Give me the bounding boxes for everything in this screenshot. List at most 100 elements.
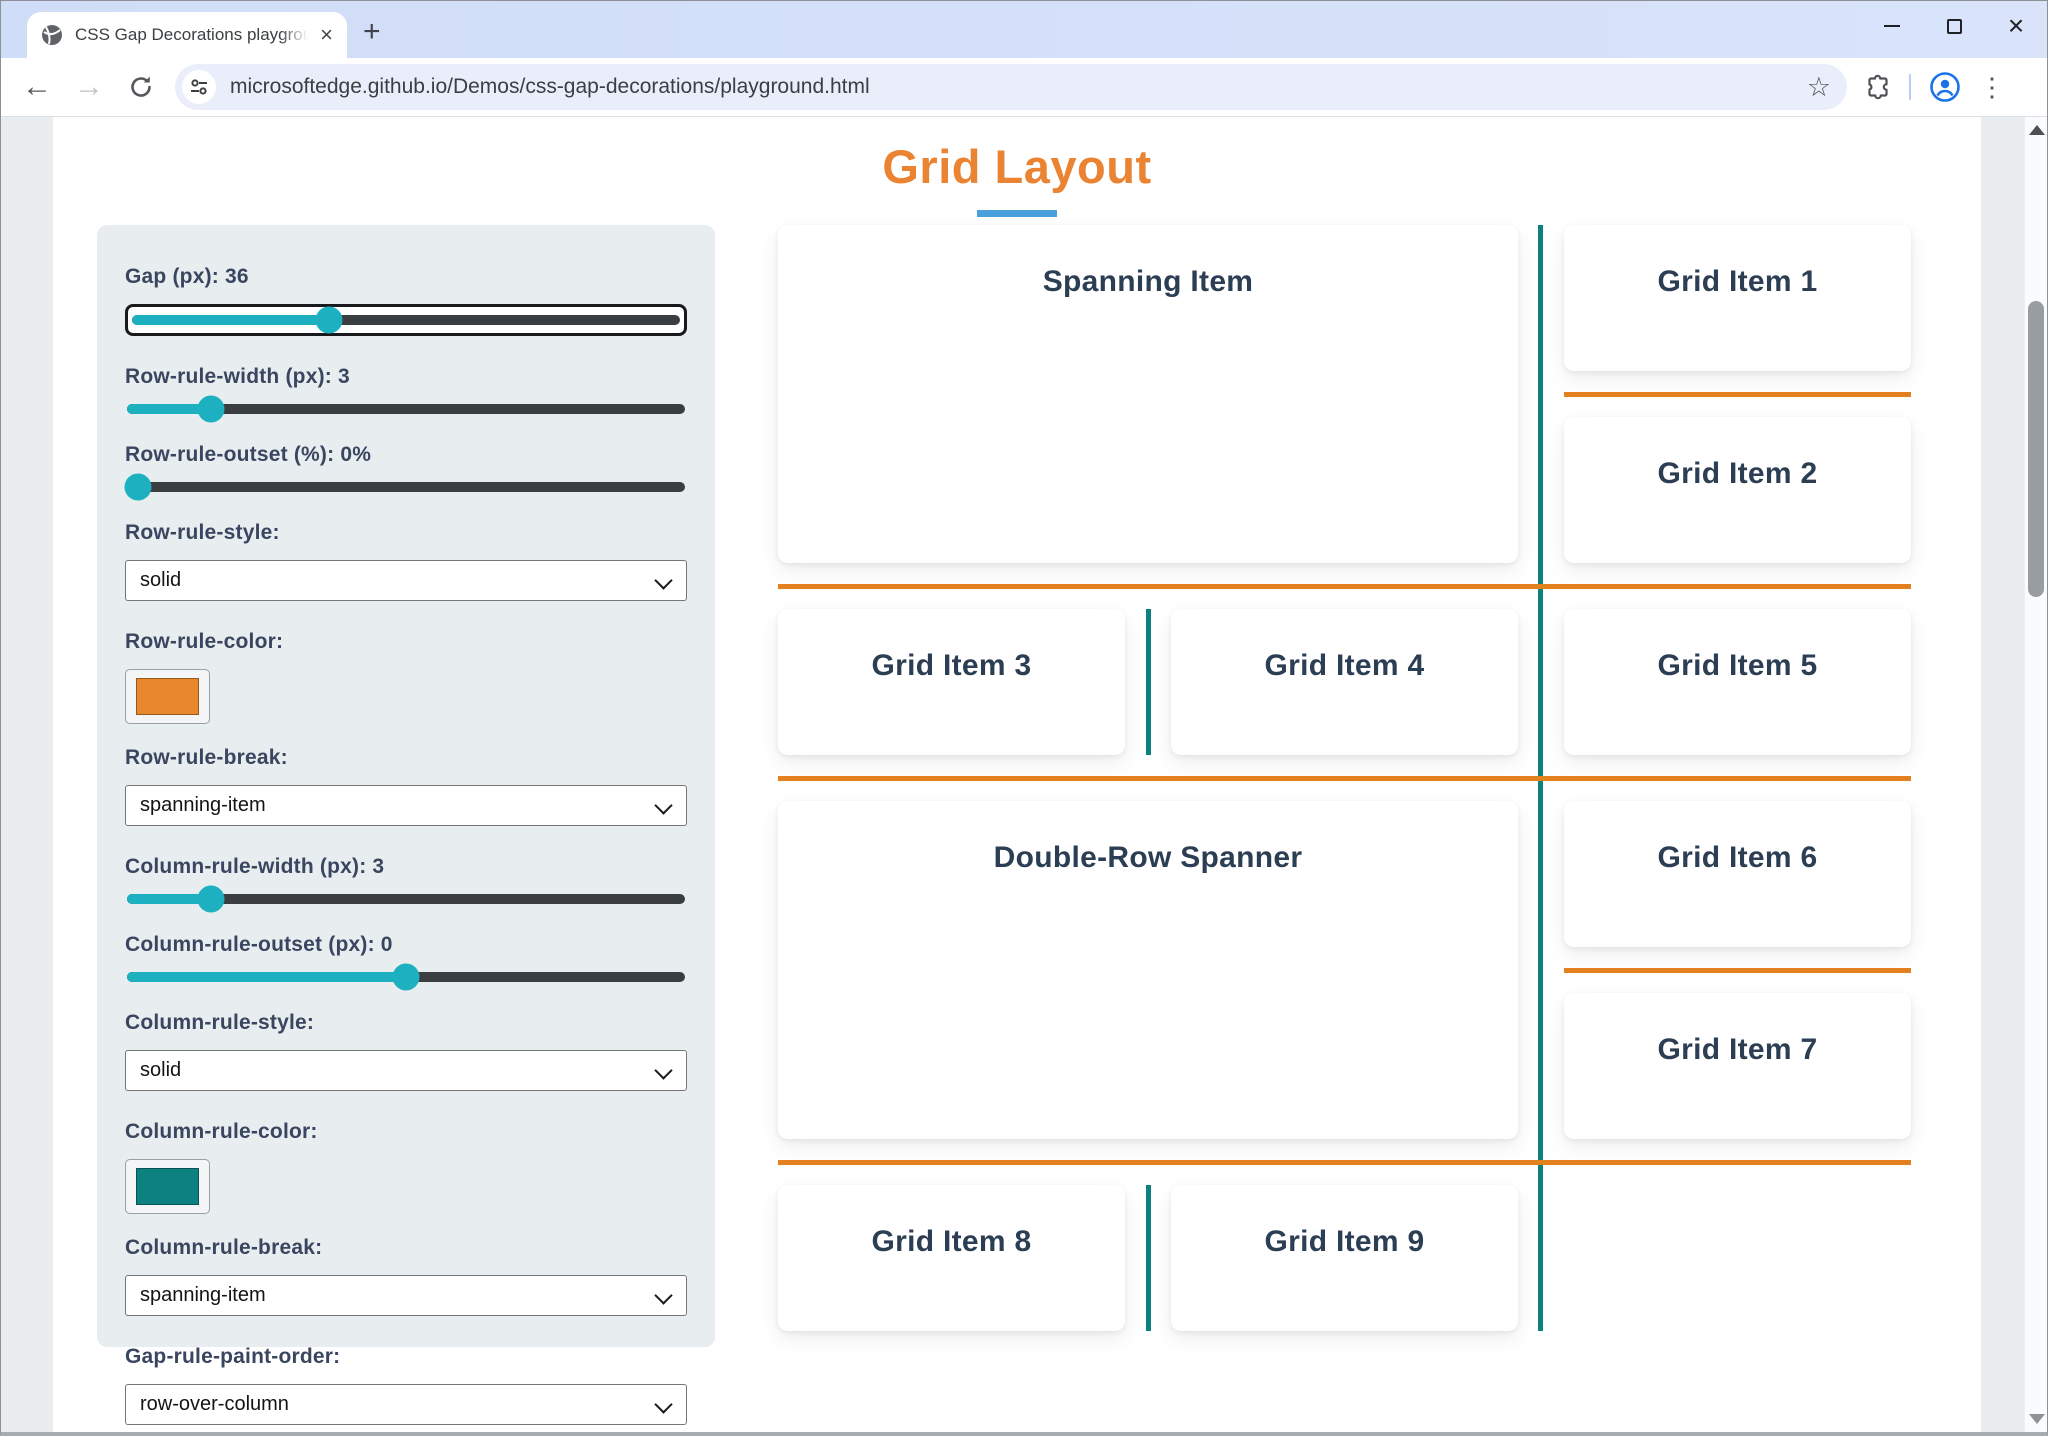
row-rule-line-full-3 [778,1160,1911,1165]
forward-icon[interactable]: → [74,70,104,103]
menu-dots-icon[interactable]: ⋮ [1979,71,2005,102]
column-rule-style-label: Column-rule-style: [125,1011,315,1034]
globe-favicon-icon [42,25,62,45]
browser-toolbar: ← → microsoftedge.github.io/Demos/css-ga… [1,58,2047,117]
scrollbar-down-arrow-icon[interactable] [2029,1414,2045,1424]
row-rule-color-control: Row-rule-color: [125,630,687,724]
row-rule-break-control: Row-rule-break: spanning-item [125,746,687,826]
column-rule-color-label: Column-rule-color: [125,1120,318,1143]
grid-item-3: Grid Item 3 [778,609,1125,755]
row-rule-color-label: Row-rule-color: [125,630,284,653]
column-rule-width-slider[interactable] [127,885,685,913]
gap-rule-paint-order-label: Gap-rule-paint-order: [125,1345,341,1368]
selected-value: solid [140,569,182,591]
gap-slider[interactable] [125,304,687,336]
column-rule-outset-control: Column-rule-outset (px): 0 [125,933,687,991]
column-rule-break-control: Column-rule-break: spanning-item [125,1236,687,1316]
column-rule-outset-slider[interactable] [127,963,685,991]
window-controls: × [1861,1,2047,51]
new-tab-button[interactable]: + [363,15,381,48]
row-rule-style-select[interactable]: solid [125,560,687,601]
color-swatch [136,678,199,715]
row-rule-style-label: Row-rule-style: [125,521,280,544]
gap-rule-paint-order-select[interactable]: row-over-column [125,1384,687,1425]
column-rule-break-label: Column-rule-break: [125,1236,323,1259]
grid-item-7: Grid Item 7 [1564,993,1911,1139]
row-rule-style-control: Row-rule-style: solid [125,521,687,601]
vertical-scrollbar[interactable] [2024,117,2047,1432]
browser-tab[interactable]: CSS Gap Decorations playground × [27,12,347,58]
column-rule-line-between-3-4 [1146,609,1151,755]
column-rule-style-control: Column-rule-style: solid [125,1011,687,1091]
close-button[interactable]: × [2007,10,2025,41]
column-rule-width-label: Column-rule-width (px): 3 [125,855,385,878]
column-rule-break-select[interactable]: spanning-item [125,1275,687,1316]
page-title: Grid Layout [882,140,1152,193]
grid-item-8: Grid Item 8 [778,1185,1125,1331]
selected-value: row-over-column [140,1393,289,1415]
grid-item-double-row-spanner: Double-Row Spanner [778,801,1518,1139]
row-rule-color-picker[interactable] [125,669,210,724]
column-rule-color-control: Column-rule-color: [125,1120,687,1214]
reload-icon[interactable] [115,74,167,100]
bookmark-star-icon[interactable]: ☆ [1806,71,1831,102]
row-rule-break-select[interactable]: spanning-item [125,785,687,826]
row-rule-width-control: Row-rule-width (px): 3 [125,365,687,423]
gap-rule-paint-order-control: Gap-rule-paint-order: row-over-column [125,1345,687,1425]
back-icon[interactable]: ← [22,70,52,103]
url-text[interactable]: microsoftedge.github.io/Demos/css-gap-de… [230,75,870,98]
column-rule-outset-label: Column-rule-outset (px): 0 [125,933,393,956]
page-content: Grid Layout Gap (px): 36 Row-rule-width … [53,117,1981,1432]
scrollbar-up-arrow-icon[interactable] [2029,125,2045,135]
row-rule-outset-control: Row-rule-outset (%): 0% [124,443,687,501]
row-rule-line-full-1 [778,584,1911,589]
grid-item-2: Grid Item 2 [1564,417,1911,563]
slider-thumb[interactable] [124,473,152,501]
selected-value: solid [140,1059,182,1081]
slider-fill [127,894,211,904]
tab-title: CSS Gap Decorations playground [75,25,309,44]
row-rule-outset-slider[interactable] [124,473,685,501]
column-rule-color-picker[interactable] [125,1159,210,1214]
row-rule-line-between-6-7 [1564,968,1911,973]
grid-item-5: Grid Item 5 [1564,609,1911,755]
slider-thumb[interactable] [315,306,343,334]
maximize-button[interactable] [1923,1,1985,51]
selected-value: spanning-item [140,1284,266,1306]
slider-fill [127,404,211,414]
grid-item-1: Grid Item 1 [1564,225,1911,371]
minimize-icon [1884,25,1900,27]
controls-panel: Gap (px): 36 Row-rule-width (px): 3 Row-… [97,225,715,1425]
grid-item-6: Grid Item 6 [1564,801,1911,947]
slider-fill [127,972,406,982]
column-rule-style-select[interactable]: solid [125,1050,687,1091]
row-rule-break-label: Row-rule-break: [125,746,288,769]
grid-demo: Spanning Item Grid Item 1 Grid Item 2 Gr… [778,225,1911,1331]
minimize-button[interactable] [1861,1,1923,51]
toolbar-divider [1909,74,1911,100]
site-settings-icon[interactable] [182,70,216,104]
slider-thumb[interactable] [197,885,225,913]
column-rule-width-control: Column-rule-width (px): 3 [125,855,687,913]
gap-label: Gap (px): 36 [125,265,249,288]
color-swatch [136,1168,199,1205]
grid-item-spanning: Spanning Item [778,225,1518,563]
row-rule-outset-label: Row-rule-outset (%): 0% [125,443,372,466]
profile-avatar-icon[interactable] [1929,71,1961,103]
slider-thumb[interactable] [392,963,420,991]
slider-thumb[interactable] [197,395,225,423]
row-rule-line-full-2 [778,776,1911,781]
page-viewport: Grid Layout Gap (px): 36 Row-rule-width … [1,117,2047,1432]
grid-item-9: Grid Item 9 [1171,1185,1518,1331]
selected-value: spanning-item [140,794,266,816]
column-rule-line-between-8-9 [1146,1185,1151,1331]
grid-item-4: Grid Item 4 [1171,609,1518,755]
scrollbar-thumb[interactable] [2028,301,2044,597]
maximize-icon [1946,18,1962,34]
tab-close-icon[interactable]: × [320,22,333,47]
toolbar-actions: ⋮ [1865,71,2013,103]
extensions-puzzle-icon[interactable] [1865,74,1891,100]
row-rule-width-slider[interactable] [127,395,685,423]
url-bar[interactable]: microsoftedge.github.io/Demos/css-gap-de… [175,64,1847,110]
